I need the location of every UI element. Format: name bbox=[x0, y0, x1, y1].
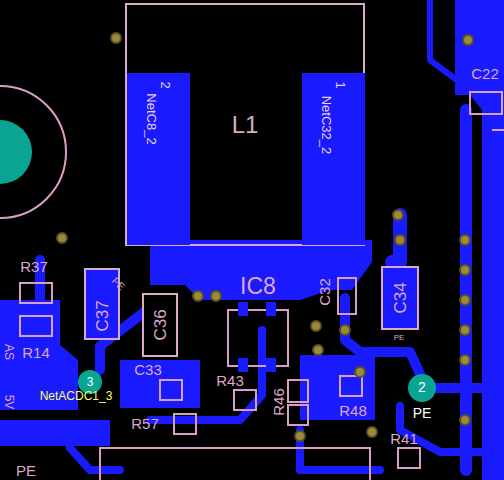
outline bbox=[492, 129, 504, 131]
resistor-pad bbox=[398, 448, 420, 468]
trace bbox=[430, 0, 470, 90]
component-label: L1 bbox=[232, 113, 259, 137]
component-label: NetC32_2 bbox=[320, 96, 333, 155]
component-label: 3 bbox=[87, 376, 94, 388]
via bbox=[193, 291, 203, 301]
via bbox=[393, 210, 403, 220]
silkscreen-label: 5V bbox=[3, 395, 15, 410]
resistor-pad bbox=[340, 376, 362, 396]
via bbox=[367, 427, 377, 437]
silkscreen-label: IC8 bbox=[240, 275, 276, 298]
silkscreen-label: R37 bbox=[20, 259, 48, 274]
smd-pad bbox=[238, 358, 248, 372]
via bbox=[460, 295, 470, 305]
silkscreen-label: PE bbox=[16, 463, 36, 478]
resistor-pad bbox=[174, 414, 196, 434]
via bbox=[311, 321, 321, 331]
component-label: C36 bbox=[152, 309, 169, 340]
capacitor-outline: C36 bbox=[142, 293, 178, 357]
copper-area bbox=[0, 420, 110, 446]
inductor-pad: 1NetC32_2 bbox=[302, 73, 365, 245]
inductor-outline: L1 2NetC8_2 1NetC32_2 bbox=[125, 3, 365, 246]
via bbox=[460, 355, 470, 365]
silkscreen-label: R46 bbox=[271, 388, 286, 416]
via bbox=[395, 235, 405, 245]
component-label: PE bbox=[413, 406, 432, 420]
component-label: 1 bbox=[334, 81, 347, 88]
via bbox=[460, 265, 470, 275]
silkscreen-label: C33 bbox=[134, 362, 162, 377]
capacitor-pad bbox=[338, 278, 356, 314]
silkscreen bbox=[20, 92, 504, 480]
component-label: 2 bbox=[159, 81, 172, 88]
silkscreen-label: R48 bbox=[339, 403, 367, 418]
component-label: NetACDC1_3 bbox=[40, 390, 113, 402]
through-hole-pad bbox=[0, 120, 32, 184]
resistor-pad bbox=[20, 316, 52, 336]
via bbox=[463, 35, 473, 45]
component-outline bbox=[0, 86, 66, 218]
via bbox=[355, 367, 365, 377]
capacitor-pad bbox=[470, 92, 502, 114]
via bbox=[295, 431, 305, 441]
capacitor-outline: C34 bbox=[381, 266, 419, 330]
component-label: C34 bbox=[392, 282, 409, 313]
via bbox=[313, 345, 323, 355]
component-label: C37 bbox=[94, 300, 111, 331]
resistor-pad bbox=[20, 283, 52, 303]
copper-area bbox=[300, 355, 375, 420]
copper-traces bbox=[40, 0, 504, 470]
capacitor-pad bbox=[160, 380, 182, 400]
silkscreen-label: R57 bbox=[131, 416, 159, 431]
component-label: NetC8_2 bbox=[145, 93, 158, 144]
smd-pad bbox=[266, 302, 276, 316]
smd-pad bbox=[266, 358, 276, 372]
silkscreen-label: R43 bbox=[216, 373, 244, 388]
via bbox=[340, 325, 350, 335]
ic-pads bbox=[238, 302, 276, 372]
resistor-pad bbox=[288, 380, 308, 402]
smd-pad bbox=[238, 302, 248, 316]
copper-area bbox=[120, 360, 200, 408]
silkscreen-label: C32 bbox=[317, 278, 332, 306]
vias bbox=[57, 33, 473, 441]
pad: 2PE bbox=[408, 374, 436, 402]
silkscreen-label: AS bbox=[3, 344, 15, 360]
via bbox=[57, 233, 67, 243]
trace bbox=[460, 110, 472, 470]
component-outline bbox=[100, 448, 370, 480]
component-label: 2 bbox=[418, 380, 426, 394]
via bbox=[211, 291, 221, 301]
inductor-pad: 2NetC8_2 bbox=[127, 73, 190, 245]
trace bbox=[70, 448, 120, 470]
resistor-pad bbox=[234, 390, 256, 410]
via bbox=[111, 33, 121, 43]
silkscreen-label: C22 bbox=[471, 66, 499, 81]
ic-outline bbox=[228, 310, 288, 366]
copper-area bbox=[455, 0, 504, 480]
silkscreen-label: R41 bbox=[390, 431, 418, 446]
resistor-pad bbox=[288, 405, 308, 425]
silkscreen-label: PE bbox=[394, 334, 405, 342]
pad: 3NetACDC1_3 bbox=[78, 370, 102, 394]
via bbox=[460, 325, 470, 335]
via bbox=[460, 235, 470, 245]
via bbox=[460, 415, 470, 425]
silkscreen-label: R14 bbox=[22, 345, 50, 360]
